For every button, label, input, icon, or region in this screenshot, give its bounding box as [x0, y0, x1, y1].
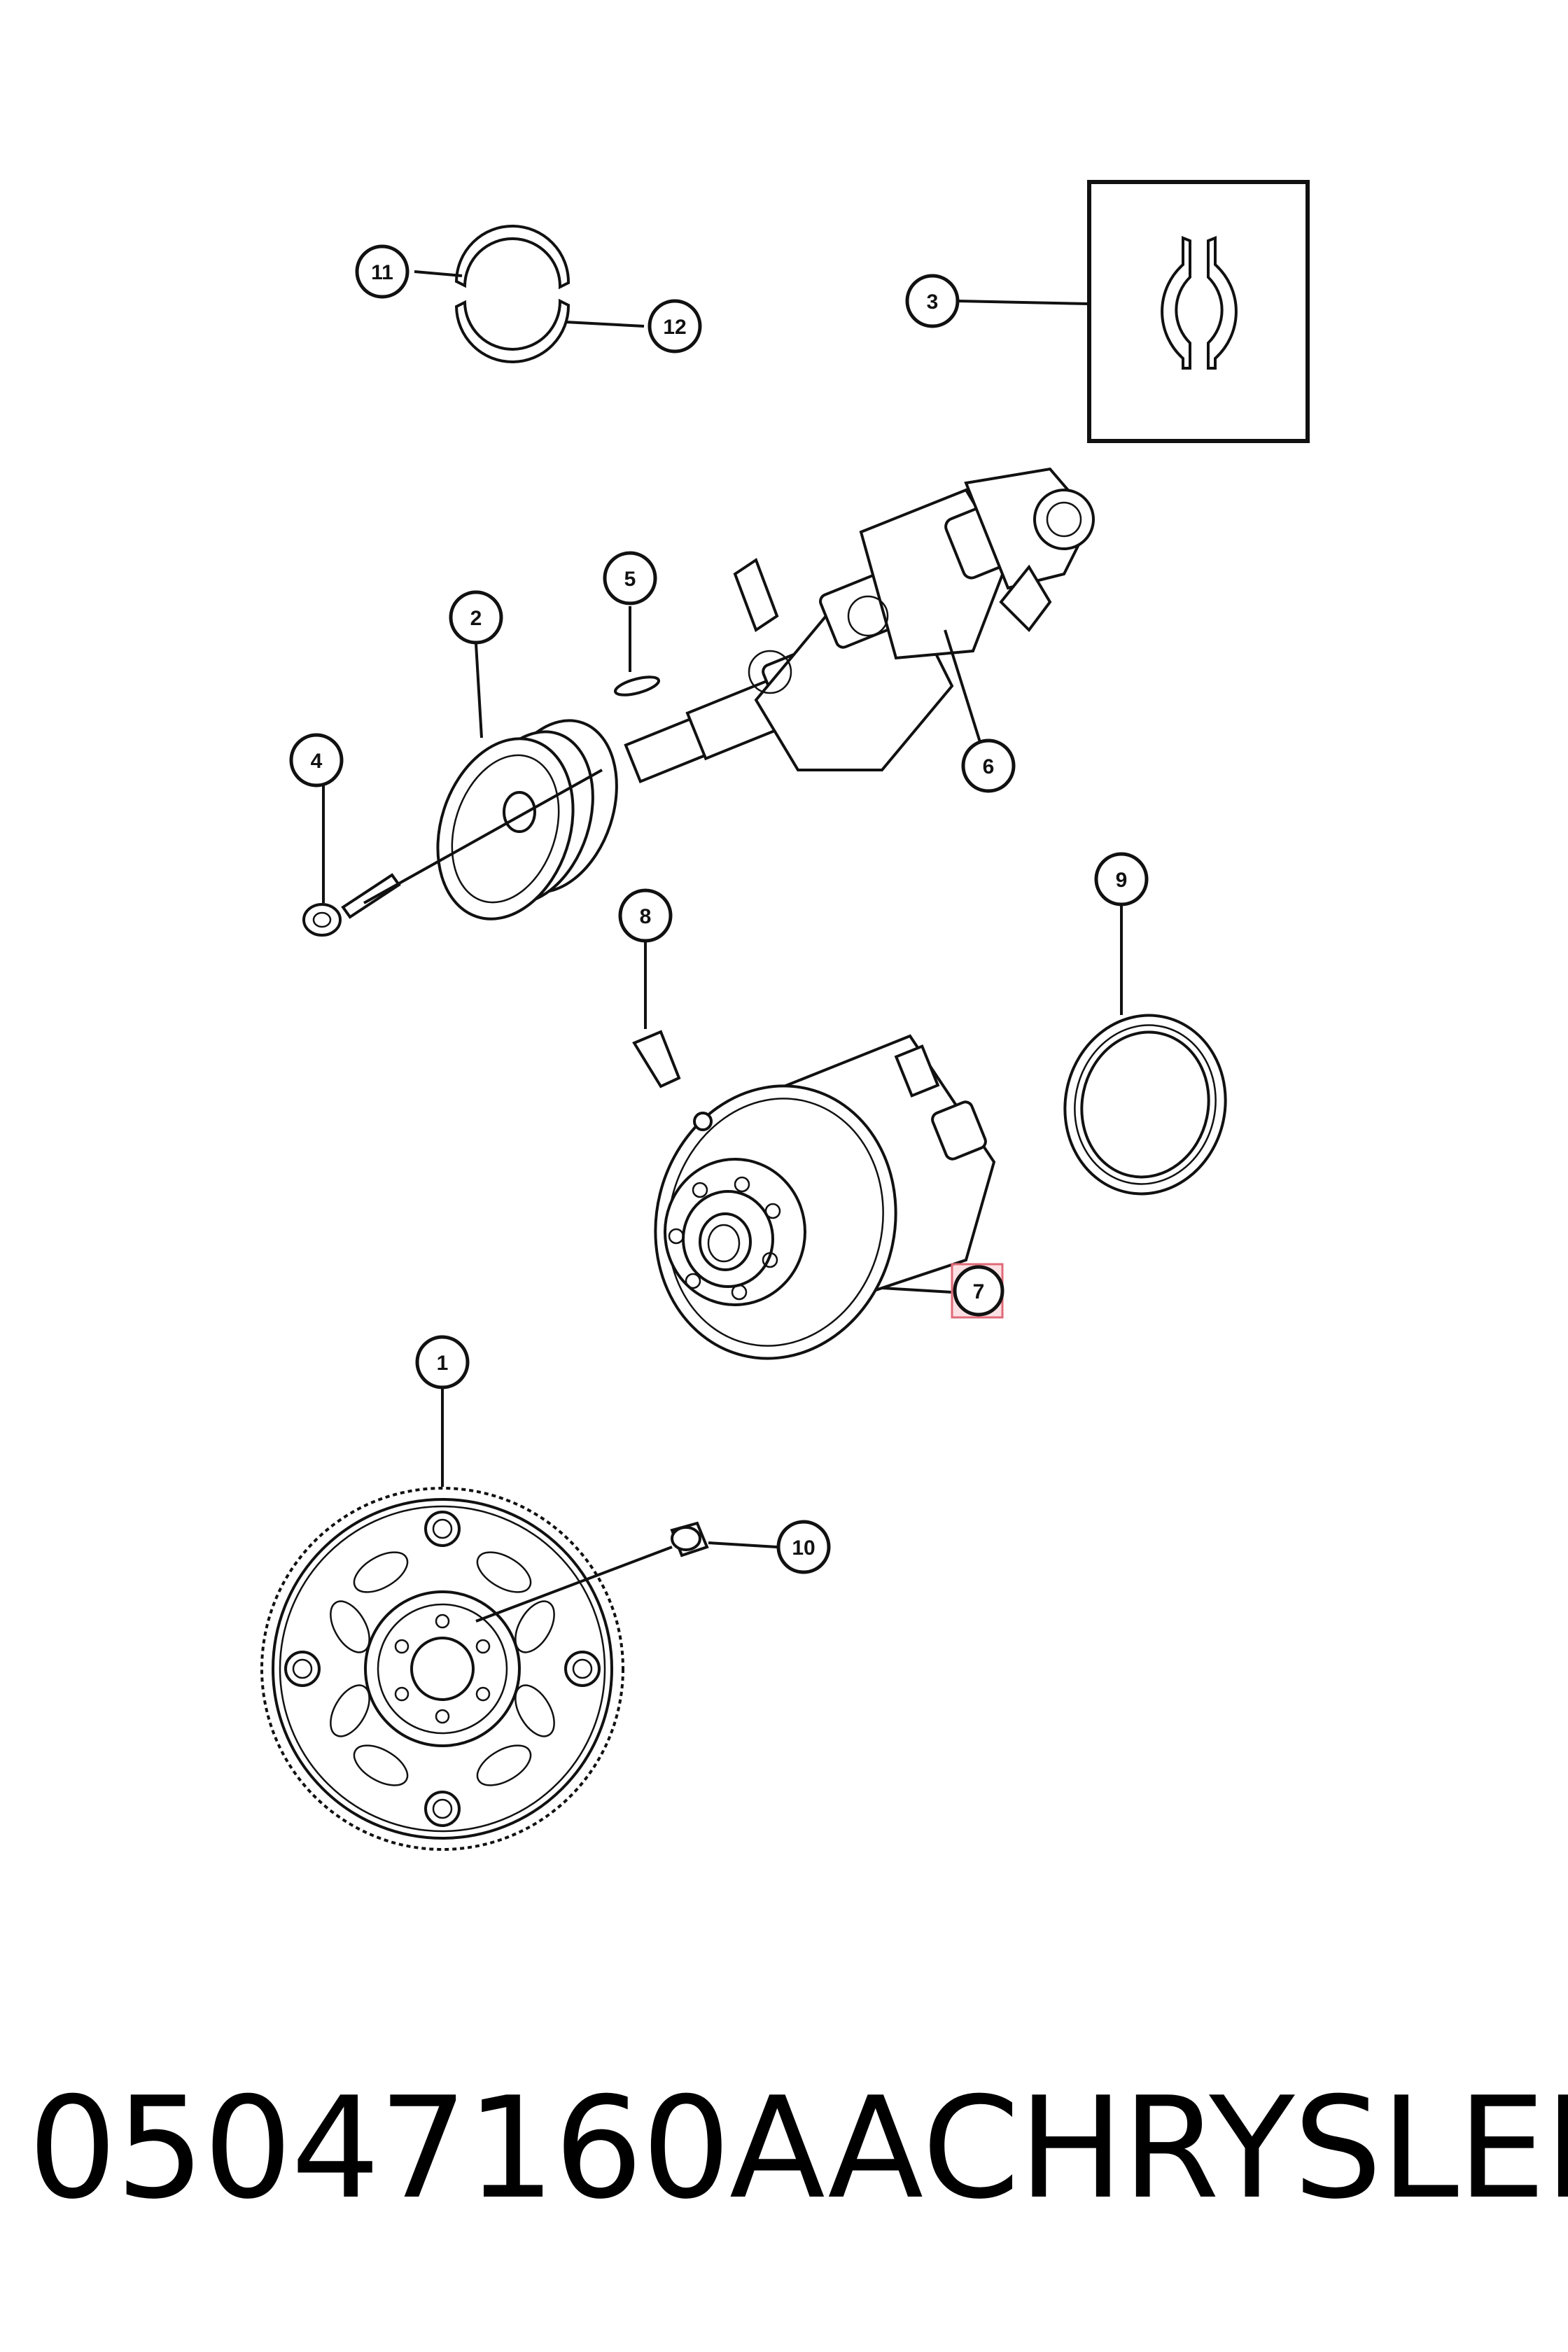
svg-text:7: 7 — [973, 1280, 985, 1303]
damper-bolt — [302, 769, 603, 937]
callout-2[interactable]: 2 — [449, 590, 503, 645]
callout-10[interactable]: 10 — [776, 1520, 831, 1574]
svg-text:5: 5 — [624, 568, 636, 591]
woodruff-key — [613, 606, 661, 696]
callout-9[interactable]: 9 — [1094, 852, 1149, 906]
rear-seal-ring — [1063, 906, 1227, 1196]
brand-name: CHRYSLER — [922, 2067, 1568, 2230]
dowel-pin — [632, 942, 681, 1088]
svg-text:1: 1 — [437, 1352, 449, 1375]
callout-4[interactable]: 4 — [289, 733, 344, 788]
svg-text:10: 10 — [792, 1536, 815, 1560]
callout-7[interactable]: 7 — [951, 1263, 1004, 1319]
callout-1[interactable]: 1 — [415, 1335, 470, 1390]
callout-11[interactable]: 11 — [355, 244, 410, 299]
svg-text:4: 4 — [311, 750, 323, 773]
svg-text:11: 11 — [371, 261, 393, 284]
callout-8[interactable]: 8 — [618, 888, 673, 943]
crankshaft-rear-assembly — [654, 1034, 996, 1360]
svg-text:8: 8 — [640, 905, 652, 928]
callout-5[interactable]: 5 — [603, 551, 657, 606]
callout-3[interactable]: 3 — [905, 274, 960, 328]
footer-caption: 05047160AA CHRYSLER — [28, 2067, 1568, 2230]
part-number: 05047160AA — [28, 2067, 923, 2230]
svg-text:6: 6 — [983, 755, 995, 778]
callout-12[interactable]: 12 — [648, 299, 702, 354]
flexplate-bolt — [475, 1521, 778, 1623]
thrust-washer-parts — [414, 225, 645, 363]
callout-6[interactable]: 6 — [961, 738, 1016, 793]
svg-text:3: 3 — [927, 290, 939, 314]
crankshaft-illustration — [624, 467, 1095, 784]
svg-text:9: 9 — [1116, 869, 1128, 892]
flexplate — [260, 1389, 624, 1851]
svg-text:12: 12 — [663, 316, 686, 339]
main-bearing-box — [957, 180, 1310, 443]
vibration-damper — [436, 643, 618, 920]
svg-text:2: 2 — [470, 607, 482, 630]
